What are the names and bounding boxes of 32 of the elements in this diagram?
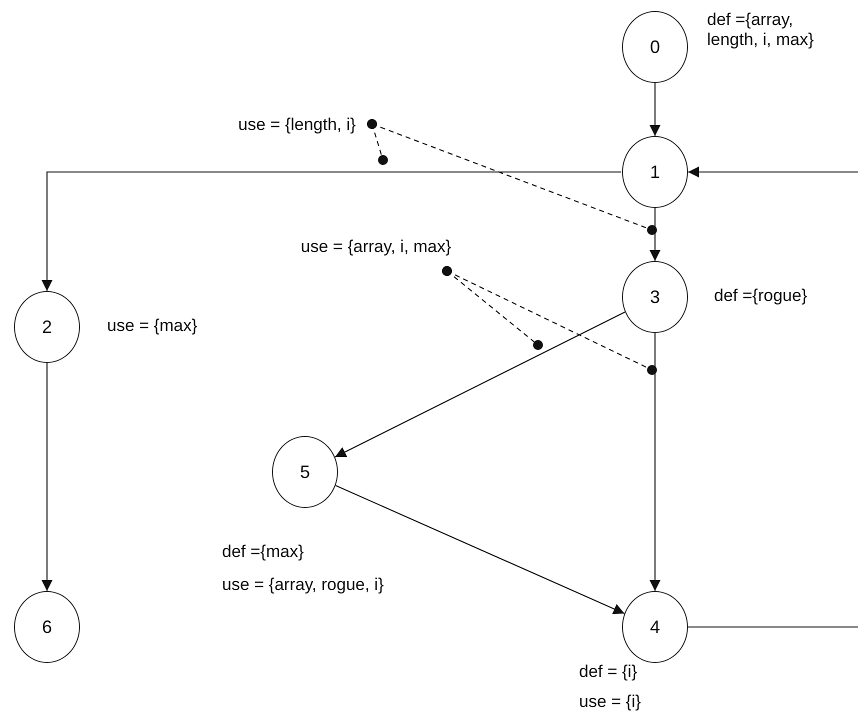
node-circle: 2 (14, 291, 80, 363)
node-circle: 3 (622, 261, 688, 333)
node-annotation: def ={rogue} (714, 286, 808, 306)
leader-line (442, 266, 648, 368)
arrow (42, 363, 52, 591)
node-annotation: def = {i} (579, 662, 638, 682)
arrow (688, 166, 858, 178)
arrow (334, 312, 626, 458)
arrow (650, 208, 660, 261)
leader-dot (647, 225, 657, 235)
node-circle: 6 (14, 591, 80, 663)
node-circle: 4 (622, 591, 688, 663)
leader-line (367, 119, 648, 229)
arrow (335, 485, 625, 614)
arrow (650, 83, 660, 136)
leader-line (442, 266, 534, 342)
leader-dot (533, 340, 543, 350)
arrow (650, 333, 660, 591)
annotation-text: use = {length, i} (238, 115, 356, 135)
node-annotation: use = {array, rogue, i} (222, 575, 384, 595)
node-circle: 0 (622, 11, 688, 83)
node-annotation: use = {i} (579, 692, 641, 712)
annotation-text: use = {array, i, max} (300, 237, 452, 257)
leader-dot (647, 365, 657, 375)
node-circle: 5 (272, 436, 338, 508)
leader-dot (378, 155, 388, 165)
node-annotation: def ={array, length, i, max} (707, 10, 815, 50)
node-circle: 1 (622, 136, 688, 208)
leader-line (367, 119, 382, 156)
node-annotation: def ={max} (222, 542, 304, 562)
node-annotation: use = {max} (107, 316, 198, 336)
arrow (42, 171, 621, 291)
